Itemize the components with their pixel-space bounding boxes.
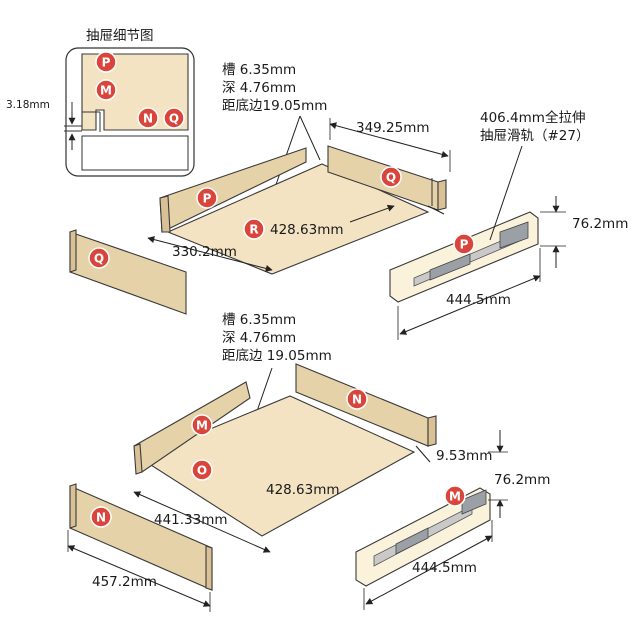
svg-text:M: M xyxy=(449,490,461,504)
svg-text:N: N xyxy=(352,393,362,407)
svg-text:M: M xyxy=(196,419,208,433)
detail-title: 抽屉细节图 xyxy=(86,28,154,44)
bottom-groove-line2: 深 4.76mm xyxy=(222,330,296,346)
bottom-badge-o: O xyxy=(191,459,213,481)
bottom-badge-m-slide: M xyxy=(444,485,466,507)
top-badge-r: R xyxy=(243,218,265,240)
bottom-badge-n-back: N xyxy=(346,388,368,410)
detail-dim-label: 3.18mm xyxy=(6,99,50,111)
svg-text:N: N xyxy=(96,511,106,525)
top-badge-q-front: Q xyxy=(88,247,110,269)
bottom-groove-line1: 槽 6.35mm xyxy=(222,312,296,328)
bottom-groove-line3: 距底边 19.05mm xyxy=(222,348,332,364)
svg-text:R: R xyxy=(249,223,258,237)
top-badge-p-slide: P xyxy=(453,233,475,255)
bottom-badge-n-front: N xyxy=(90,506,112,528)
svg-text:N: N xyxy=(143,112,153,126)
svg-text:M: M xyxy=(100,84,112,98)
bottom-bottom-width-label: 441.33mm xyxy=(154,512,228,528)
bottom-slide-height-label: 76.2mm xyxy=(494,472,550,488)
svg-text:Q: Q xyxy=(94,252,104,266)
svg-text:Q: Q xyxy=(386,171,396,185)
svg-text:P: P xyxy=(102,56,111,70)
bottom-gap-label: 9.53mm xyxy=(436,448,492,464)
bottom-bottom-depth-label: 428.63mm xyxy=(266,482,340,498)
bottom-front-width-label: 457.2mm xyxy=(92,574,157,590)
top-groove-line3: 距底边19.05mm xyxy=(222,98,327,114)
bottom-badge-m-side: M xyxy=(191,414,213,436)
top-slide-height-label: 76.2mm xyxy=(572,216,628,232)
top-slide-length-label: 444.5mm xyxy=(446,292,511,308)
bottom-drawer: 槽 6.35mm 深 4.76mm 距底边 19.05mm M O xyxy=(67,312,550,612)
detail-badge-m: M xyxy=(95,79,117,101)
top-drawer: 槽 6.35mm 深 4.76mm 距底边19.05mm P R xyxy=(69,62,628,340)
detail-badge-n: N xyxy=(137,107,159,129)
detail-badge-p: P xyxy=(95,51,117,73)
top-front-panel xyxy=(69,231,187,315)
detail-badge-q: Q xyxy=(163,107,185,129)
detail-inset: 抽屉细节图 3.18mm P M N Q xyxy=(6,28,195,177)
top-bottom-depth-label: 428.63mm xyxy=(270,222,344,238)
top-groove-line1: 槽 6.35mm xyxy=(222,62,296,78)
svg-text:Q: Q xyxy=(169,112,179,126)
svg-text:P: P xyxy=(203,192,212,206)
detail-bottom-edge xyxy=(81,135,189,171)
top-badge-q-back: Q xyxy=(380,166,402,188)
top-slide-line1: 406.4mm全拉伸 xyxy=(480,109,585,126)
top-slide-line2: 抽屉滑轨（#27） xyxy=(480,128,590,144)
top-groove-line2: 深 4.76mm xyxy=(222,80,296,96)
svg-text:P: P xyxy=(460,238,469,252)
svg-text:O: O xyxy=(197,464,207,478)
detail-wood-section xyxy=(81,53,189,131)
top-badge-p-side: P xyxy=(196,187,218,209)
